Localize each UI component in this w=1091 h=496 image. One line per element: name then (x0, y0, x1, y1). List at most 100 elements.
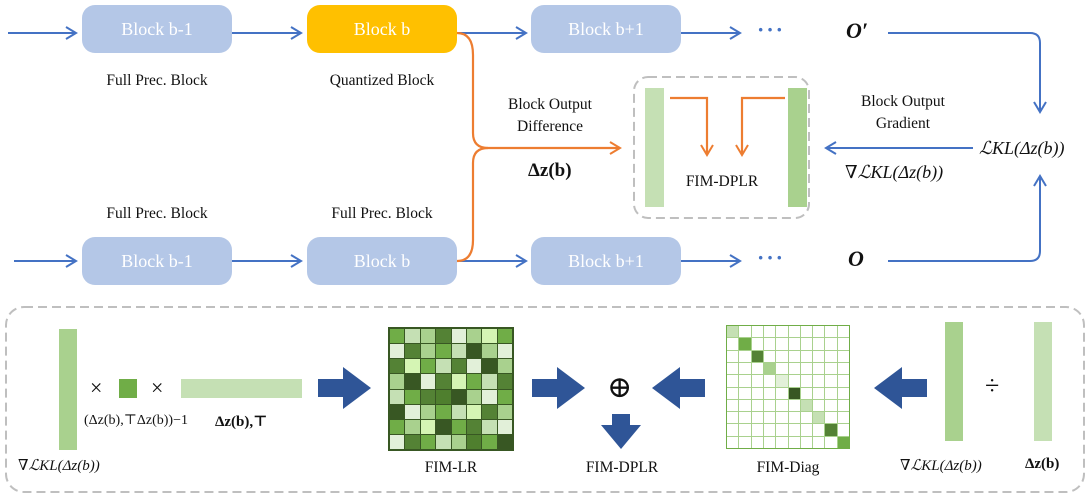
fim-diag-diagonal-cell (776, 375, 788, 387)
bottom-block-prev-label: Block b-1 (121, 251, 193, 271)
fim-lr-cell (390, 344, 405, 359)
fim-diag-cell (837, 350, 849, 362)
fim-lr-cell (436, 419, 451, 434)
fim-diag-cell (763, 338, 776, 350)
fim-diag-cell (788, 375, 800, 387)
fim-diag-cell (751, 436, 763, 448)
fim-lr-cell (436, 329, 451, 344)
fim-dplr-label-top: FIM-DPLR (685, 173, 759, 190)
fim-diag-cell (727, 436, 739, 448)
fim-lr-cell (451, 374, 466, 389)
fim-lr-cell (482, 359, 497, 374)
fim-lr-cell (497, 329, 512, 344)
arrow-oprime-to-loss (888, 32, 1047, 114)
fim-lr-cell (405, 329, 420, 344)
fim-lr-cell (451, 344, 466, 359)
bottom-panel-dashed-box (5, 306, 1085, 493)
fim-diag-cell (825, 375, 837, 387)
bottom-block-next-label: Block b+1 (568, 251, 644, 271)
fim-diag-diagonal-cell (825, 424, 837, 436)
fim-lr-cell (405, 434, 420, 449)
fim-lr-cell (451, 419, 466, 434)
fim-diag-cell (825, 412, 837, 424)
fim-diag-diagonal-cell (800, 399, 813, 412)
bottom-label-full-prec-1: Full Prec. Block (106, 205, 208, 222)
fim-diag-cell (751, 375, 763, 387)
fim-diag-cell (837, 412, 849, 424)
fim-lr-cell (497, 359, 512, 374)
fim-diag-diagonal-cell (837, 436, 849, 448)
fim-diag-cell (751, 387, 763, 399)
fim-diag-cell (727, 362, 739, 375)
difference-label-line1: Block Output (508, 96, 592, 113)
fim-diag-cell (727, 387, 739, 399)
fim-diag-cell (727, 399, 739, 412)
fim-lr-cell (466, 359, 482, 374)
delta-z-transpose-bar (181, 379, 302, 398)
top-block-next: Block b+1 (531, 5, 681, 53)
fim-diag-cell (825, 362, 837, 375)
grad-kl-label-top: ∇ℒKL(Δz(b)) (845, 162, 944, 182)
fim-diag-diagonal-cell (727, 326, 739, 338)
inverse-term-label: (Δz(b),⊤Δz(b))−1 (84, 413, 188, 428)
top-block-prev: Block b-1 (82, 5, 232, 53)
bottom-block-prev: Block b-1 (82, 237, 232, 285)
fim-diag-cell (751, 362, 763, 375)
fim-lr-cell (436, 344, 451, 359)
fim-diag-cell (800, 412, 813, 424)
fim-diag-cell (763, 387, 776, 399)
fim-diag-cell (800, 375, 813, 387)
fim-diag-cell (776, 399, 788, 412)
arrow-difference (456, 31, 622, 155)
fim-diag-cell (800, 362, 813, 375)
fim-diag-cell (776, 338, 788, 350)
fim-diag-cell (751, 424, 763, 436)
fim-lr-cell (466, 419, 482, 434)
fim-lr-cell (420, 359, 436, 374)
fim-lr-cell (390, 389, 405, 404)
fim-diag-cell (727, 412, 739, 424)
fim-diag-cell (776, 424, 788, 436)
scalar-square (119, 379, 137, 398)
bottom-ellipsis: ··· (757, 245, 786, 270)
fim-lr-cell (466, 344, 482, 359)
top-label-quantized: Quantized Block (329, 72, 435, 89)
difference-label-line2: Difference (517, 118, 583, 135)
fim-diag-cell (837, 387, 849, 399)
fim-lr-cell (420, 344, 436, 359)
fim-lr-cell (390, 434, 405, 449)
fim-lr-cell (466, 329, 482, 344)
top-block-prev-label: Block b-1 (121, 19, 193, 39)
fim-diag-cell (813, 350, 825, 362)
fim-diag-cell (800, 350, 813, 362)
fim-diag-cell (739, 326, 751, 338)
fim-diag-label: FIM-Diag (756, 459, 820, 476)
fim-lr-matrix (388, 327, 514, 451)
fim-lr-cell (497, 419, 512, 434)
fim-lr-cell (466, 374, 482, 389)
grad-kl-label-bottom-left: ∇ℒKL(Δz(b)) (18, 458, 100, 474)
fat-arrow-down (601, 414, 641, 449)
fim-diag-cell (813, 424, 825, 436)
fim-diag-cell (837, 326, 849, 338)
fim-diag-cell (739, 412, 751, 424)
fat-arrow-to-oplus-left (532, 367, 585, 409)
fim-lr-cell (405, 359, 420, 374)
difference-vector-bar-top (788, 88, 807, 207)
fim-diag-cell (825, 338, 837, 350)
fim-diag-cell (739, 387, 751, 399)
fim-lr-cell (497, 374, 512, 389)
fim-diag-diagonal-cell (788, 387, 800, 399)
fim-diag-cell (825, 387, 837, 399)
gradient-vector-bar-top (645, 88, 664, 207)
fim-dplr-dashed-box (633, 76, 810, 219)
fat-arrow-to-fim-lr (318, 367, 371, 409)
output-o: O (848, 246, 864, 271)
fim-diag-diagonal-cell (763, 362, 776, 375)
fim-diag-cell (813, 338, 825, 350)
arrow-inner-left (670, 96, 714, 157)
grad-kl-label-bottom-right: ∇ℒKL(Δz(b)) (900, 458, 982, 474)
fim-lr-cell (390, 419, 405, 434)
fim-lr-cell (420, 389, 436, 404)
